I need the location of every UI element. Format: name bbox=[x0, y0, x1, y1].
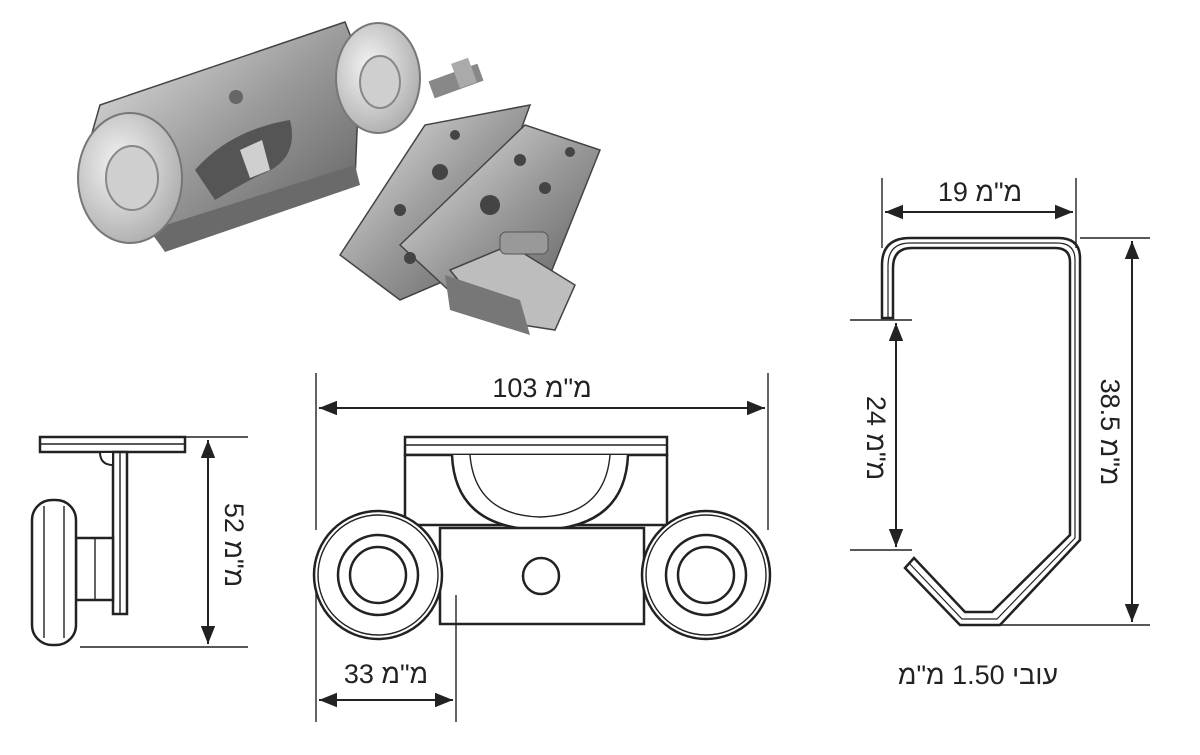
profile-width-label: 19 מ"מ bbox=[938, 177, 1022, 207]
profile-height-label: 38.5 מ"מ bbox=[1095, 379, 1125, 486]
product-photo bbox=[77, 21, 601, 335]
thickness-label: עובי 1.50 מ"מ bbox=[898, 660, 1058, 690]
side-view: 52 מ"מ bbox=[30, 435, 249, 648]
front-width-label: 103 מ"מ bbox=[492, 373, 591, 403]
side-height-label: 52 מ"מ bbox=[219, 503, 249, 587]
profile-opening-label: 24 מ"מ bbox=[861, 396, 891, 480]
front-wheel-label: 33 מ"מ bbox=[344, 659, 428, 689]
profile-view: 19 מ"מ 24 מ"מ 38.5 מ"מ עובי 1.50 מ"מ bbox=[850, 177, 1150, 690]
front-view: 103 מ"מ 33 מ"מ bbox=[312, 373, 772, 722]
